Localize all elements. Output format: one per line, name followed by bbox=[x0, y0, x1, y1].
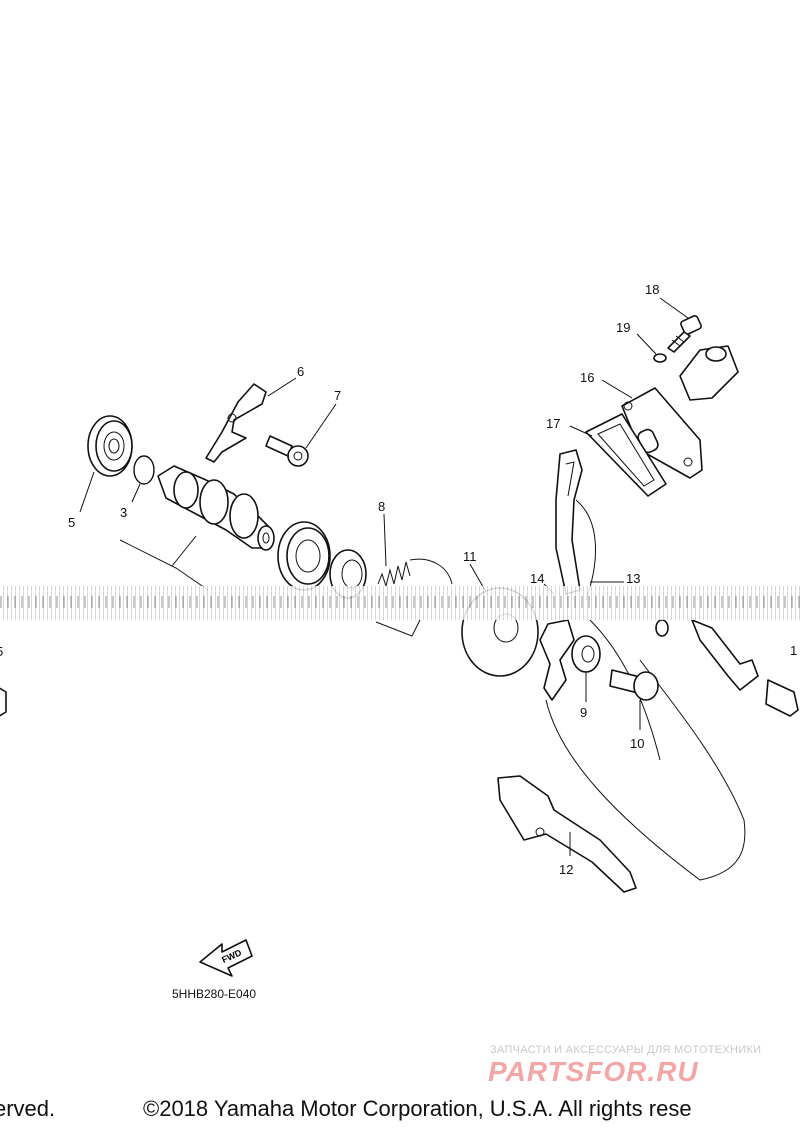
callout-6: 6 bbox=[297, 364, 304, 379]
callout-1-partial: 1 bbox=[790, 643, 797, 658]
camshaft bbox=[157, 465, 275, 551]
timing-chain bbox=[539, 619, 746, 881]
callout-14: 14 bbox=[530, 571, 544, 586]
callout-13: 13 bbox=[626, 571, 640, 586]
callout-8: 8 bbox=[378, 499, 385, 514]
part-8-spring bbox=[377, 558, 453, 588]
part-17-gasket bbox=[585, 413, 667, 497]
part-6-plate bbox=[205, 383, 267, 463]
part-10-bolt bbox=[609, 669, 659, 701]
watermark-tagline: ЗАПЧАСТИ И АКСЕССУАРЫ ДЛЯ МОТОТЕХНИКИ bbox=[490, 1044, 762, 1056]
part-left-partial bbox=[0, 687, 7, 717]
watermark-logo: PARTSFOR.RU bbox=[488, 1056, 699, 1087]
part-7-bolt bbox=[265, 435, 309, 467]
callout-17: 17 bbox=[546, 416, 560, 431]
bearing-large bbox=[277, 521, 331, 591]
part-12-chain-guide bbox=[497, 775, 637, 893]
part-3-o-ring bbox=[133, 455, 155, 485]
callout-12: 12 bbox=[559, 862, 573, 877]
copyright-left-fragment: erved. bbox=[0, 1096, 56, 1121]
part-19-washer bbox=[653, 353, 667, 363]
part-18-bolt bbox=[667, 315, 702, 353]
callout-18: 18 bbox=[645, 282, 659, 297]
copyright-text: ©2018 Yamaha Motor Corporation, U.S.A. A… bbox=[143, 1096, 692, 1121]
callout-5-partial: 5 bbox=[0, 644, 3, 659]
part-14-chain-guide bbox=[555, 449, 583, 595]
callout-11: 11 bbox=[463, 549, 477, 564]
callout-9: 9 bbox=[580, 705, 587, 720]
drawing-code: 5HHB280-E040 bbox=[172, 987, 256, 1001]
part-5-bearing bbox=[87, 415, 133, 477]
fwd-arrow-icon: FWD bbox=[199, 939, 253, 977]
part-9-washer bbox=[571, 635, 601, 673]
scan-artifact-band bbox=[0, 586, 800, 620]
callout-5: 5 bbox=[68, 515, 75, 530]
callout-10: 10 bbox=[630, 736, 644, 751]
callout-16: 16 bbox=[580, 370, 594, 385]
callout-19: 19 bbox=[616, 320, 630, 335]
callout-3: 3 bbox=[120, 505, 127, 520]
copyright-footer: erved. ©2018 Yamaha Motor Corporation, U… bbox=[0, 1096, 800, 1128]
part-13-guide-stopper bbox=[575, 499, 661, 761]
part-right-tensioner-arm bbox=[655, 619, 799, 717]
callout-7: 7 bbox=[334, 388, 341, 403]
